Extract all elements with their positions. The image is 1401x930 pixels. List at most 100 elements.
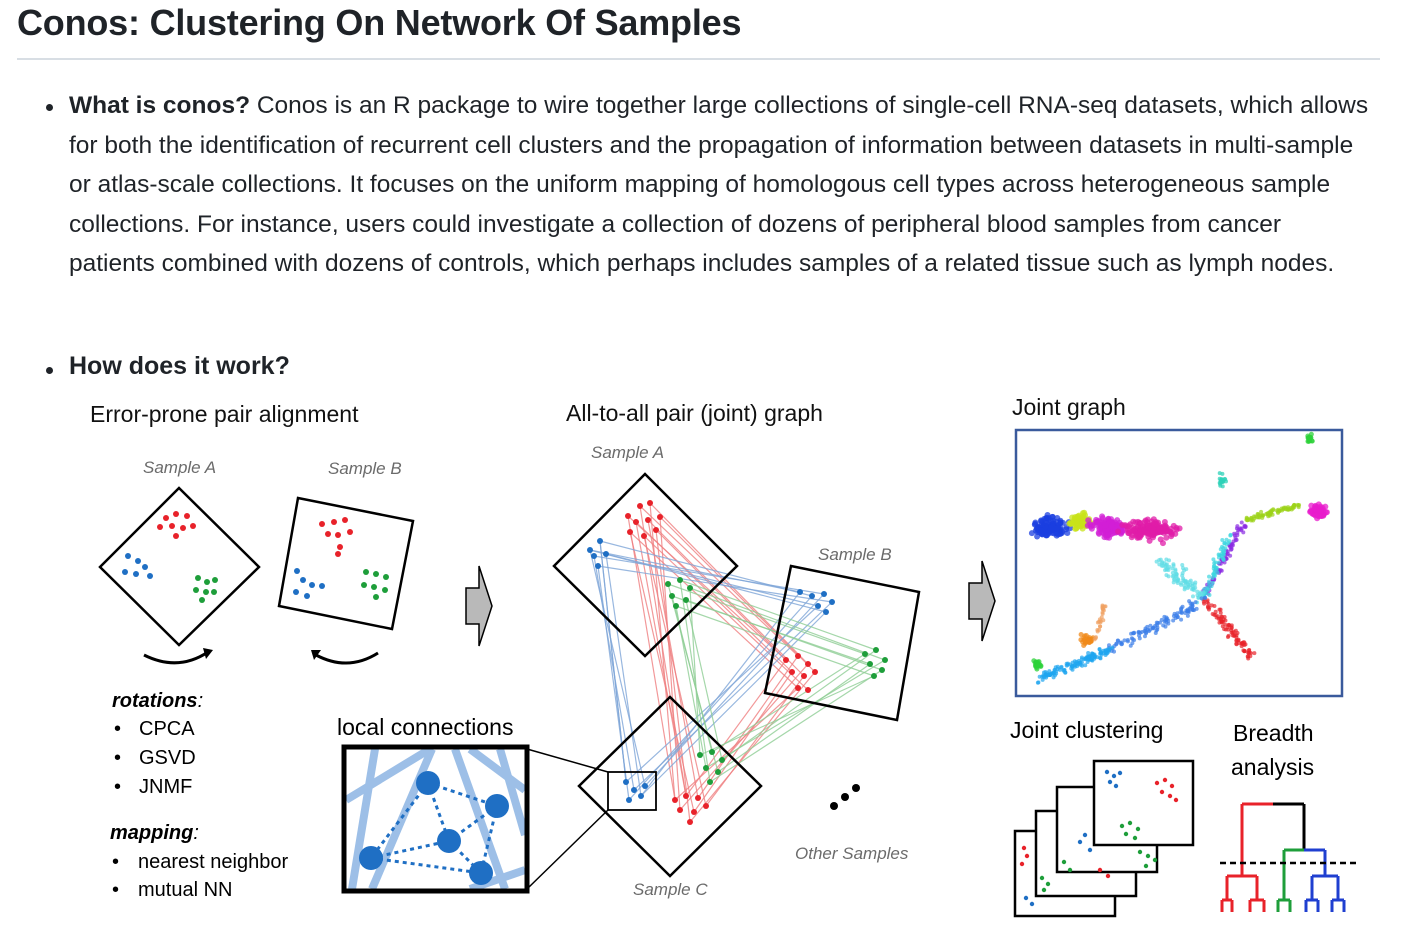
embedding-point [1053,525,1060,532]
embedding-point [1187,580,1192,585]
embedding-point [1035,680,1040,685]
embedding-point [1228,532,1233,537]
sample-c-diamond [577,695,763,878]
embedding-point [1150,626,1155,631]
blue-cell [142,564,148,570]
blue-cell [1107,779,1113,785]
pair-link [599,540,813,597]
flow-arrow-2 [968,560,996,642]
embedding-point [1049,514,1056,521]
embedding-point [1043,520,1050,527]
embedding-point [1246,650,1251,655]
embedding-point [1198,590,1203,595]
embedding-point [1252,651,1257,656]
embedding-point [1191,586,1196,591]
red-cell [319,521,325,527]
blue-cell [809,593,815,599]
green-cell [697,752,703,758]
embedding-point [1232,533,1237,538]
embedding-point [1057,519,1064,526]
embedding-point [1128,643,1133,648]
rotation-arrow-right [315,651,379,665]
pair-link [589,549,827,613]
green-cell [195,575,201,581]
embedding-point [1180,604,1185,609]
intro-paragraph: What is conos? Conos is an R package to … [69,86,1369,284]
red-cell [337,544,343,550]
green-cell [879,667,885,673]
embedding-point [1066,520,1073,527]
red-cell [805,661,811,667]
green-cell [709,749,715,755]
embedding-point [1214,567,1219,572]
embedding-point [1119,521,1126,528]
embedding-point [1064,661,1069,666]
red-cell [657,514,663,520]
embedding-point [1130,637,1135,642]
embedding-point [1205,600,1210,605]
red-cell [789,669,795,675]
embedding-point [1186,609,1191,614]
embedding-point [1028,530,1035,537]
embedding-point [1102,522,1109,529]
embedding-point [1103,604,1108,609]
panel2-pair-links [589,502,886,823]
embedding-point [1083,663,1088,668]
embedding-point [1206,607,1211,612]
embedding-point [1096,526,1103,533]
local-connections-frame [341,744,530,894]
embedding-point [1103,650,1108,655]
embedding-point [1207,592,1212,597]
embedding-point [1053,532,1060,539]
blue-cell [293,589,299,595]
embedding-point [1086,638,1092,644]
blue-cell [319,583,325,589]
embedding-point [1064,530,1071,537]
red-cell [169,523,175,529]
green-cell [1041,887,1047,893]
blue-cell [626,797,632,803]
embedding-point [1110,530,1117,537]
blue-cell [135,558,141,564]
embedding-point [1125,638,1130,643]
embedding-point [1170,522,1177,529]
red-cell [1173,797,1179,803]
green-cell [373,594,379,600]
embedding-point [1062,668,1067,673]
local-connections-label: local connections [337,714,513,740]
embedding-point [1040,674,1045,679]
embedding-point [1176,578,1181,583]
embedding-point [1234,633,1239,638]
embedding-point [1241,640,1246,645]
pair-link [721,649,877,761]
red-cell [331,519,337,525]
green-cell [1123,831,1129,837]
green-cell [867,661,873,667]
ellipsis-dots [830,784,860,810]
green-cell [1039,875,1045,881]
embedding-point [1179,617,1184,622]
pair-link [643,535,707,807]
blue-cell [642,783,648,789]
red-cell [335,551,341,557]
embedding-point [1131,528,1138,535]
embedding-point [1193,600,1198,605]
red-cell [633,519,639,525]
pair-link [605,553,819,607]
pair-link [667,583,719,773]
page-title: Conos: Clustering On Network Of Samples [17,2,742,43]
red-cell [653,527,659,533]
panel1-sample-b-label: Sample B [328,459,402,478]
title-divider [17,58,1380,60]
pair-link [625,605,819,783]
embedding-point [1218,607,1223,612]
green-cell [363,569,369,575]
embedding-point [1043,532,1050,539]
embedding-point [1246,656,1251,661]
embedding-point [1038,521,1045,528]
embedding-point [1171,563,1176,568]
blue-cell [631,787,637,793]
embedding-point [1228,545,1233,550]
embedding-point [1290,506,1295,511]
zoom-box [607,771,657,811]
